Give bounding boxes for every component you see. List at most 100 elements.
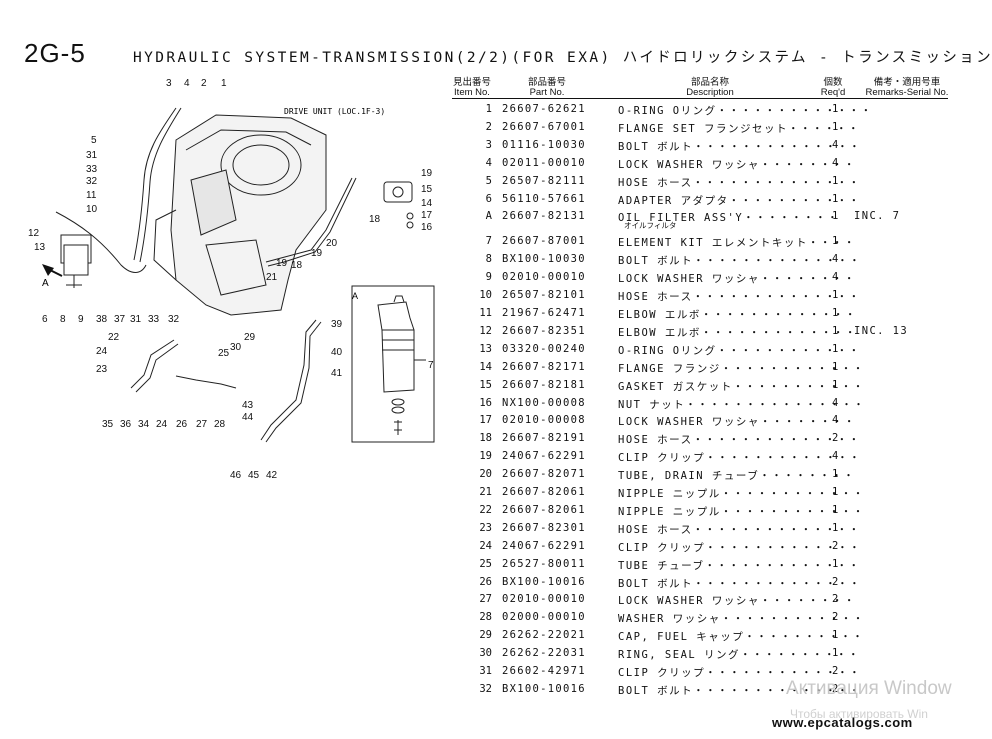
item-no: 21 [479,486,492,498]
quantity: 2 [832,432,839,445]
description: OIL FILTER ASS'Y・・・・・・・・ [618,212,840,225]
callout-number: 20 [326,238,338,249]
item-no: 32 [479,682,492,695]
callout-number: 19 [421,168,433,179]
callout-number: 18 [291,260,303,271]
callout-number: 44 [242,412,254,423]
callout-number: 3 [166,78,172,89]
callout-number: 31 [86,150,98,161]
quantity: 1 [832,324,839,337]
part-number: 26607-82061 [502,486,586,498]
part-number: BX100-10016 [502,575,586,588]
callout-number: 29 [244,332,256,343]
callout-number: 8 [60,314,66,325]
description: CLIP クリップ・・・・・・・・・・・・・ [618,452,862,465]
callout-number: 4 [184,78,190,89]
quantity: 4 [832,396,839,409]
part-number: 26607-82301 [502,521,586,534]
quantity: 1 [832,120,839,133]
remarks: INC. 7 [854,210,901,223]
quantity: 4 [832,253,839,266]
item-no: 1 [485,103,492,115]
quantity: 4 [832,450,839,463]
description-jp: オイルフィルタ [624,221,677,231]
description: LOCK WASHER ワッシャ・・・・・・・・ [618,273,856,286]
callout-number: 32 [168,314,180,325]
description: ELEMENT KIT エレメントキット・・・・ [618,237,856,250]
quantity: 1 [832,210,839,223]
quantity: 1 [832,468,839,481]
part-number: 02010-00010 [502,271,586,284]
part-number: BX100-10016 [502,682,586,695]
part-number: 02010-00008 [502,414,586,427]
description: BOLT ボルト・・・・・・・・・・・・・・ [618,140,862,153]
description: BOLT ボルト・・・・・・・・・・・・・・ [618,577,862,590]
part-number: 26607-82131 [502,210,586,223]
callout-number: 19 [276,258,288,269]
quantity: 2 [832,611,839,624]
item-no: 25 [479,557,492,570]
activation-watermark: Активация Window [786,678,952,699]
item-no: 2 [485,120,492,133]
description: FLANGE フランジ・・・・・・・・・・・・ [618,362,865,375]
callout-number: 23 [96,364,108,375]
quantity: 1 [832,307,839,319]
description: ELBOW エルボ・・・・・・・・・・・・・ [618,309,857,321]
callout-number: 31 [130,314,142,325]
callout-number: 5 [91,135,97,146]
page-title: HYDRAULIC SYSTEM-TRANSMISSION(2/2)(FOR E… [133,50,992,66]
item-no: 30 [479,647,492,660]
description: HOSE ホース・・・・・・・・・・・・・・ [618,291,861,304]
callout-number: 33 [86,164,98,175]
item-no: 12 [479,324,492,337]
part-number: 26507-82101 [502,289,586,302]
part-number: 26262-22031 [502,647,586,660]
item-no: 29 [479,629,492,642]
callout-number: 34 [138,419,150,430]
callout-number: 15 [421,184,433,195]
item-no: 5 [485,174,492,187]
quantity: 1 [832,342,839,355]
part-number: 26607-62621 [502,103,586,115]
callout-number: 6 [42,314,48,325]
part-number: 26607-82191 [502,432,586,445]
activation-watermark-sub: Чтобы активировать Win [790,707,928,721]
quantity: 2 [832,682,839,695]
item-no: 7 [485,235,492,248]
callout-number: 18 [369,214,381,225]
part-number: 21967-62471 [502,307,586,319]
part-number: 03320-00240 [502,342,586,355]
item-no: 28 [479,611,492,624]
item-no: 15 [479,378,492,391]
item-no: 27 [479,593,492,606]
description: HOSE ホース・・・・・・・・・・・・・・ [618,523,861,536]
part-number: NX100-00008 [502,396,586,409]
callout-number: 25 [218,348,230,359]
item-no: 11 [479,307,492,319]
description: RING, SEAL リング・・・・・・・・・・ [618,649,861,662]
part-number: 02010-00010 [502,593,586,606]
quantity: 1 [832,629,839,642]
item-no: 26 [479,575,492,588]
quantity: 1 [832,360,839,373]
description: HOSE ホース・・・・・・・・・・・・・・ [618,434,861,447]
callout-number: 11 [86,190,97,201]
quantity: 1 [832,174,839,187]
part-number: 26262-22021 [502,629,586,642]
callout-number: 9 [78,314,84,325]
part-number: 26607-82181 [502,378,586,391]
description: O-RING Oリング・・・・・・・・・・・・・ [618,105,873,117]
part-number: 26607-82061 [502,503,586,516]
quantity: 1 [832,378,839,391]
item-no: 24 [479,539,492,552]
description: NUT ナット・・・・・・・・・・・・・・・ [618,398,866,411]
callout-number: 1 [221,78,227,89]
quantity: 1 [832,557,839,570]
quantity: 1 [832,486,839,498]
description: GASKET ガスケット・・・・・・・・・・・ [618,380,865,393]
drive-unit-label: DRIVE UNIT (LOC.1F-3) [284,107,385,116]
description: BOLT ボルト・・・・・・・・・・・・・・ [618,684,862,697]
callout-number: 28 [214,419,226,430]
description: HOSE ホース・・・・・・・・・・・・・・ [618,176,861,189]
